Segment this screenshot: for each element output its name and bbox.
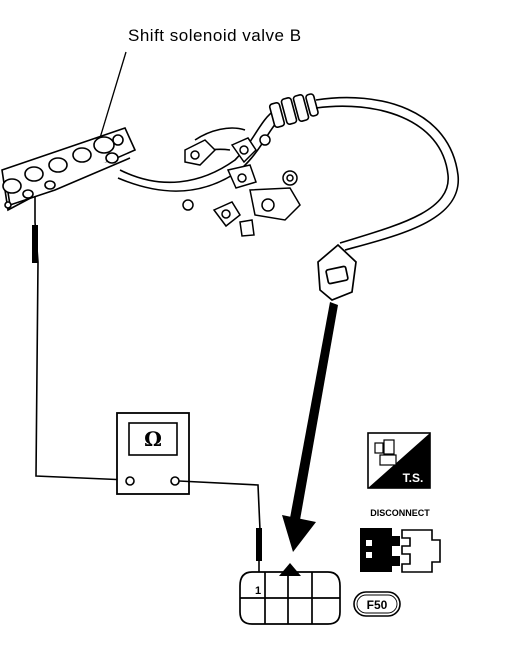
ohmmeter [116, 412, 190, 495]
ts-badge [367, 432, 431, 489]
probe-wire-left [34, 196, 129, 481]
valve-body-assembly [1, 127, 137, 212]
pin-connector-latch [279, 563, 301, 576]
connector-code: F50 [367, 598, 388, 612]
disconnect-icon [360, 528, 441, 573]
harness-components [182, 134, 301, 237]
connector-code-badge [353, 591, 401, 617]
ts-badge-label: T.S. [403, 471, 424, 485]
harness-connector [317, 243, 357, 301]
probe-tip-left [32, 225, 38, 263]
ohm-symbol: Ω [144, 427, 162, 451]
pin-number: 1 [255, 585, 261, 597]
harness-cable [315, 96, 459, 251]
harness-grommet [268, 93, 319, 129]
connector-code-badge-inner [356, 594, 398, 614]
direction-arrow [282, 302, 338, 552]
probe-tip-right [256, 528, 262, 561]
solenoid-label: Shift solenoid valve B [128, 26, 302, 45]
disconnect-label: DISCONNECT [370, 508, 430, 518]
pin-connector [239, 571, 341, 625]
harness-cable-inner [315, 105, 449, 244]
label-leader-line [99, 51, 127, 139]
